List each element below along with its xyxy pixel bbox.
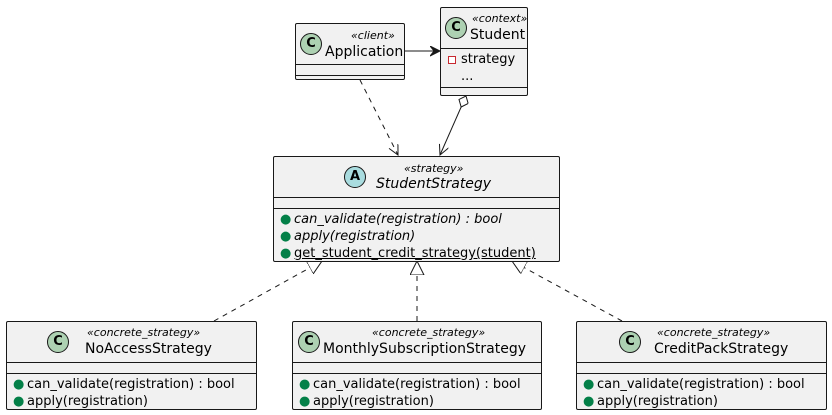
public-visibility-icon: ●: [13, 377, 25, 392]
stereotype-label: «concrete_strategy»: [372, 326, 486, 339]
method-apply: ● apply(registration): [280, 229, 416, 244]
class-monthly-subscription-strategy[interactable]: C «concrete_strategy» MonthlySubscriptio…: [292, 321, 542, 410]
fields-section: [293, 362, 541, 373]
class-student-strategy[interactable]: A «strategy» StudentStrategy ● can_valid…: [273, 156, 560, 262]
class-kind-icon: C: [445, 17, 467, 39]
methods-section: [296, 75, 404, 86]
public-visibility-icon: ●: [583, 377, 595, 392]
stereotype-label: «context»: [472, 12, 528, 25]
methods-section: [441, 87, 527, 98]
method-apply: ● apply(registration): [13, 394, 148, 409]
fields-section: [577, 362, 826, 373]
class-kind-icon: C: [298, 331, 320, 353]
class-name: Student: [470, 27, 526, 43]
class-name: Application: [325, 44, 404, 60]
public-visibility-icon: ●: [13, 394, 25, 409]
class-name: NoAccessStrategy: [85, 341, 212, 357]
class-kind-icon: C: [619, 331, 641, 353]
methods-section: ● can_validate(registration) : bool ● ap…: [293, 373, 541, 412]
fields-section: [296, 64, 404, 75]
method-apply: ● apply(registration): [299, 394, 434, 409]
method-get-student-credit-strategy: ● get_student_credit_strategy(student): [280, 246, 536, 261]
stereotype-label: «concrete_strategy»: [87, 326, 201, 339]
class-application[interactable]: C «client» Application: [295, 23, 405, 80]
public-visibility-icon: ●: [280, 246, 292, 261]
relation-creditpack-strategy: [512, 261, 623, 322]
stereotype-label: «strategy»: [404, 162, 464, 175]
public-visibility-icon: ●: [299, 377, 311, 392]
field-strategy: strategy: [448, 52, 516, 67]
class-credit-pack-strategy[interactable]: C «concrete_strategy» CreditPackStrategy…: [576, 321, 827, 410]
fields-section: strategy ...: [441, 48, 527, 87]
field-ellipsis: ...: [461, 69, 474, 84]
method-can-validate: ● can_validate(registration) : bool: [299, 377, 521, 392]
fields-section: [7, 362, 256, 373]
fields-section: [274, 197, 559, 208]
public-visibility-icon: ●: [280, 212, 292, 227]
method-apply: ● apply(registration): [583, 394, 718, 409]
method-can-validate: ● can_validate(registration) : bool: [583, 377, 805, 392]
stereotype-label: «concrete_strategy»: [657, 326, 771, 339]
class-name: MonthlySubscriptionStrategy: [323, 341, 527, 357]
public-visibility-icon: ●: [280, 229, 292, 244]
class-student[interactable]: C «context» Student strategy ...: [440, 7, 528, 96]
class-kind-icon: C: [300, 33, 322, 55]
stereotype-label: «client»: [351, 29, 395, 42]
method-can-validate: ● can_validate(registration) : bool: [13, 377, 235, 392]
class-kind-icon: C: [47, 331, 69, 353]
methods-section: ● can_validate(registration) : bool ● ap…: [577, 373, 826, 412]
class-no-access-strategy[interactable]: C «concrete_strategy» NoAccessStrategy ●…: [6, 321, 257, 410]
relation-application-strategy: [359, 79, 398, 155]
abstract-kind-icon: A: [344, 166, 366, 188]
class-name: CreditPackStrategy: [654, 341, 789, 357]
relation-student-strategy: [440, 96, 466, 155]
relation-noaccess-strategy: [213, 261, 322, 322]
methods-section: ● can_validate(registration) : bool ● ap…: [7, 373, 256, 412]
class-name: StudentStrategy: [376, 176, 492, 192]
methods-section: ● can_validate(registration) : bool ● ap…: [274, 208, 559, 264]
public-visibility-icon: ●: [299, 394, 311, 409]
public-visibility-icon: ●: [583, 394, 595, 409]
method-can-validate: ● can_validate(registration) : bool: [280, 212, 502, 227]
